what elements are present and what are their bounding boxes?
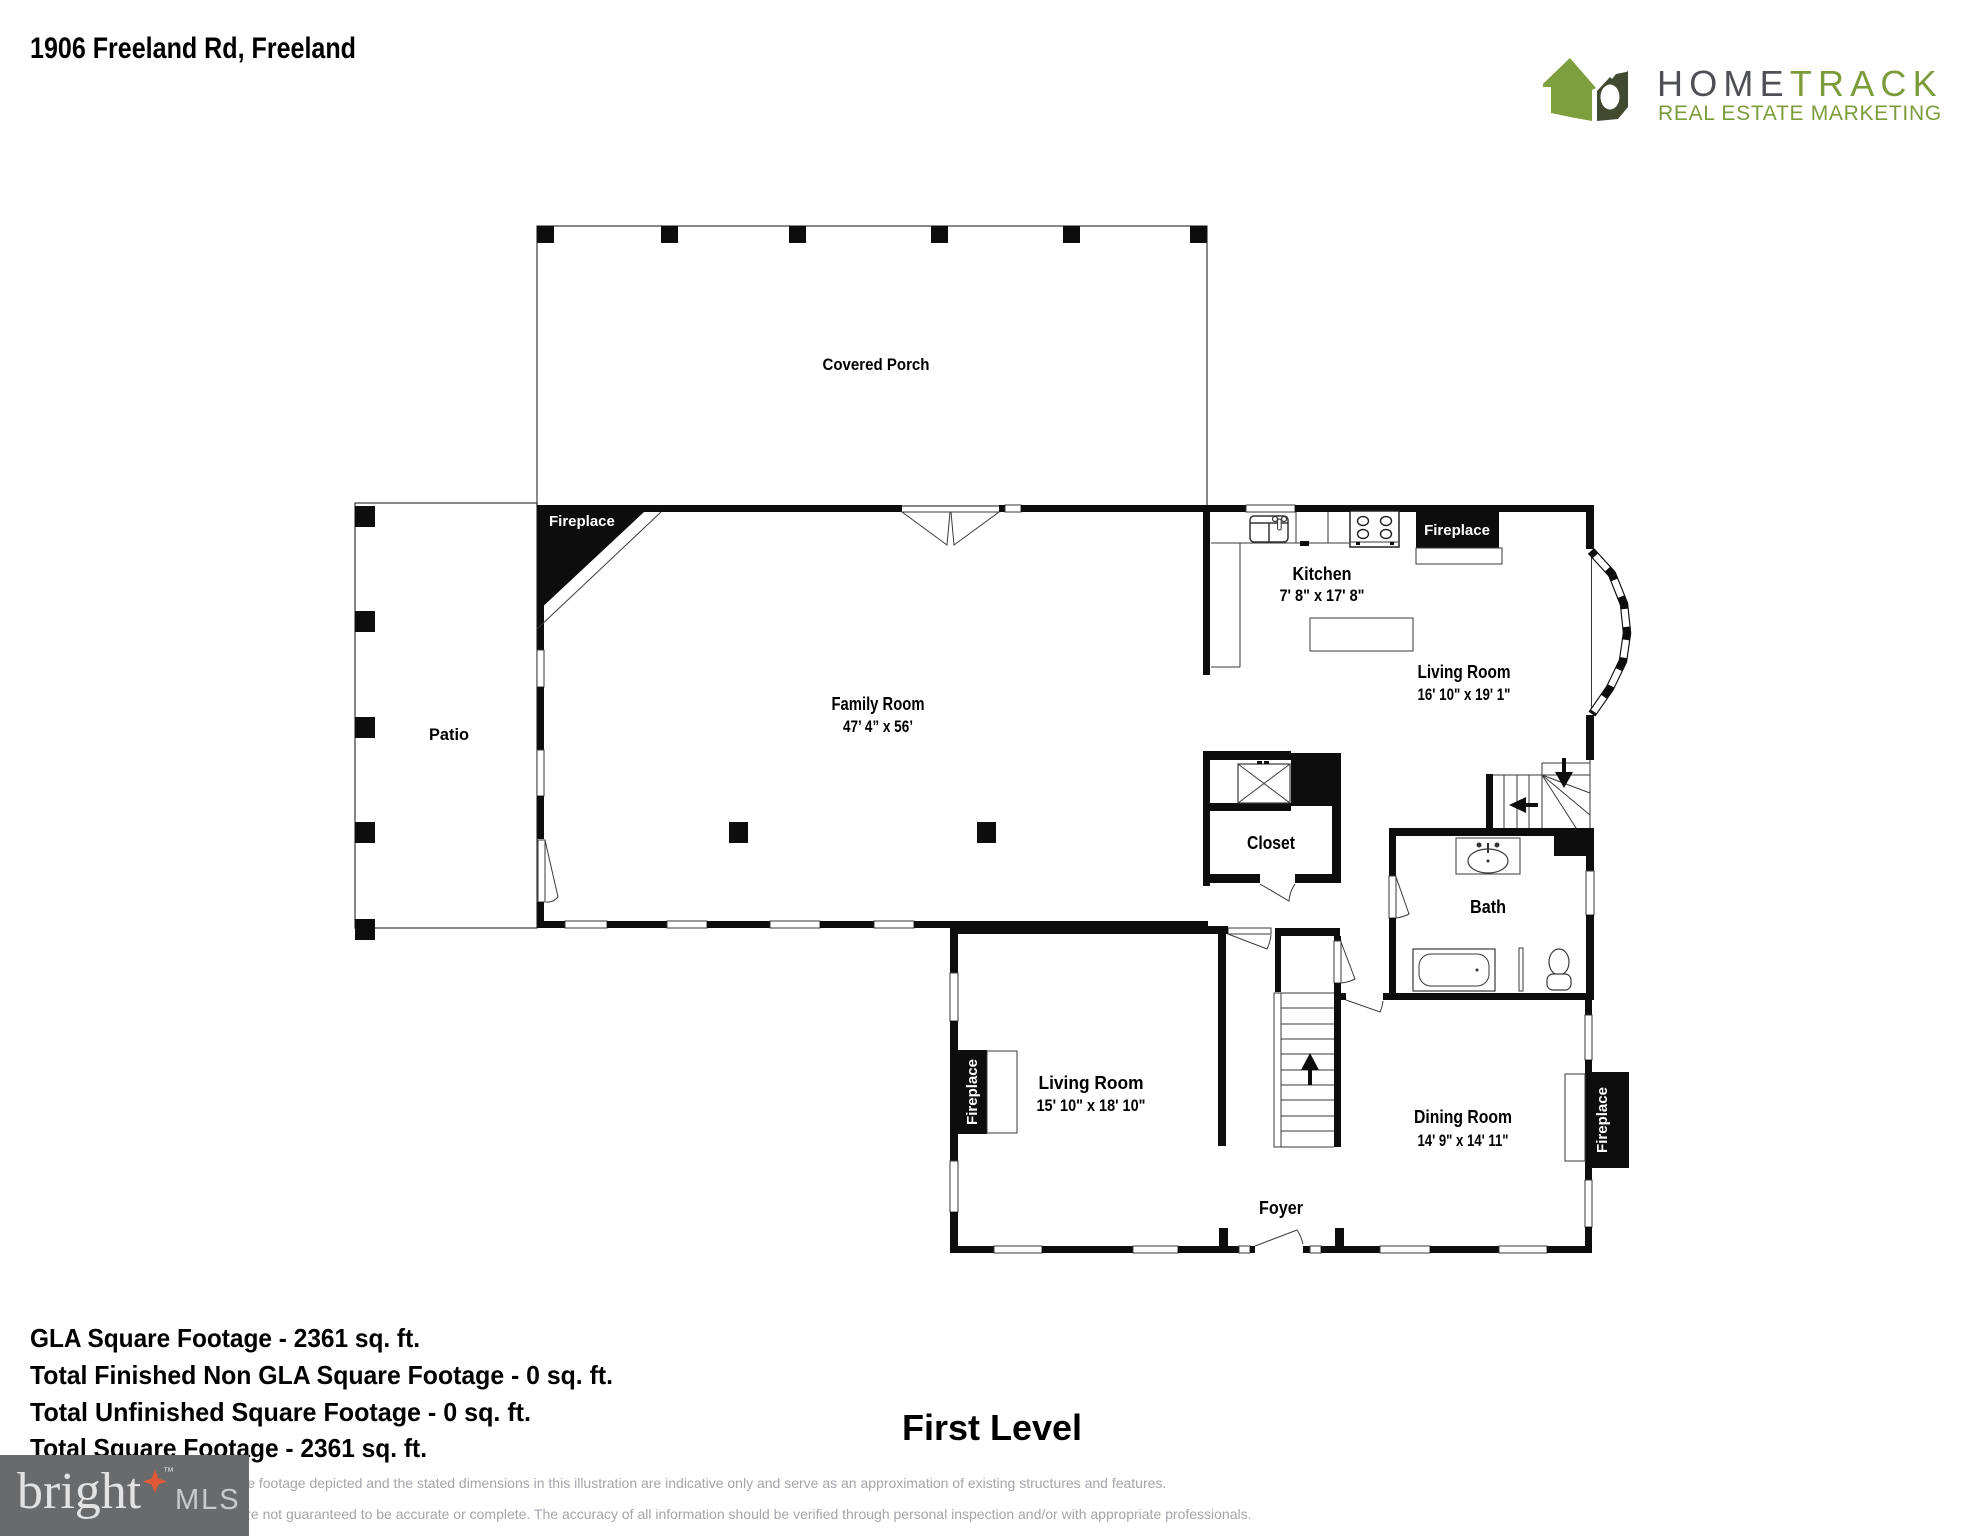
svg-text:First Level: First Level	[902, 1407, 1082, 1448]
svg-text:MLS: MLS	[175, 1484, 241, 1516]
svg-text:Fireplace: Fireplace	[1594, 1087, 1611, 1153]
svg-text:Fireplace: Fireplace	[549, 513, 615, 530]
svg-text:16' 10" x 19' 1": 16' 10" x 19' 1"	[1418, 685, 1511, 704]
svg-text:7' 8" x 17' 8": 7' 8" x 17' 8"	[1280, 586, 1365, 605]
svg-text:REAL ESTATE MARKETING: REAL ESTATE MARKETING	[1658, 102, 1942, 125]
svg-text:Patio: Patio	[429, 725, 469, 744]
svg-text:Kitchen: Kitchen	[1293, 564, 1352, 584]
svg-text:1906 Freeland Rd, Freeland: 1906 Freeland Rd, Freeland	[30, 32, 356, 65]
svg-text:Closet: Closet	[1247, 833, 1295, 853]
svg-text:GLA Square Footage - 2361 sq.: GLA Square Footage - 2361 sq. ft.	[30, 1323, 420, 1353]
svg-text:All room dimensions and square: All room dimensions and square footage d…	[55, 1475, 1166, 1491]
svg-text:Foyer: Foyer	[1259, 1198, 1303, 1218]
svg-text:bright: bright	[17, 1463, 142, 1520]
svg-text:15' 10" x 18' 10": 15' 10" x 18' 10"	[1037, 1096, 1146, 1115]
svg-text:Family Room: Family Room	[832, 694, 925, 714]
svg-text:Total Unfinished Square Footag: Total Unfinished Square Footage - 0 sq. …	[30, 1397, 531, 1427]
svg-text:Covered Porch: Covered Porch	[823, 355, 930, 374]
svg-text:Fireplace: Fireplace	[1424, 522, 1490, 539]
svg-text:Fireplace: Fireplace	[964, 1059, 981, 1125]
svg-text:Living Room: Living Room	[1039, 1073, 1144, 1093]
svg-text:Total Finished Non GLA Square: Total Finished Non GLA Square Footage - …	[30, 1360, 613, 1390]
svg-text:HOMETRACK: HOMETRACK	[1657, 63, 1943, 104]
svg-text:Dining Room: Dining Room	[1414, 1107, 1512, 1127]
svg-text:Bath: Bath	[1470, 897, 1506, 917]
svg-text:Living Room: Living Room	[1418, 662, 1511, 682]
svg-text:™: ™	[163, 1466, 174, 1478]
svg-text:Measurements are not guarantee: Measurements are not guaranteed to be ac…	[142, 1506, 1252, 1522]
svg-text:14' 9" x 14' 11": 14' 9" x 14' 11"	[1418, 1131, 1509, 1150]
svg-text:47’ 4” x 56’: 47’ 4” x 56’	[843, 717, 913, 736]
